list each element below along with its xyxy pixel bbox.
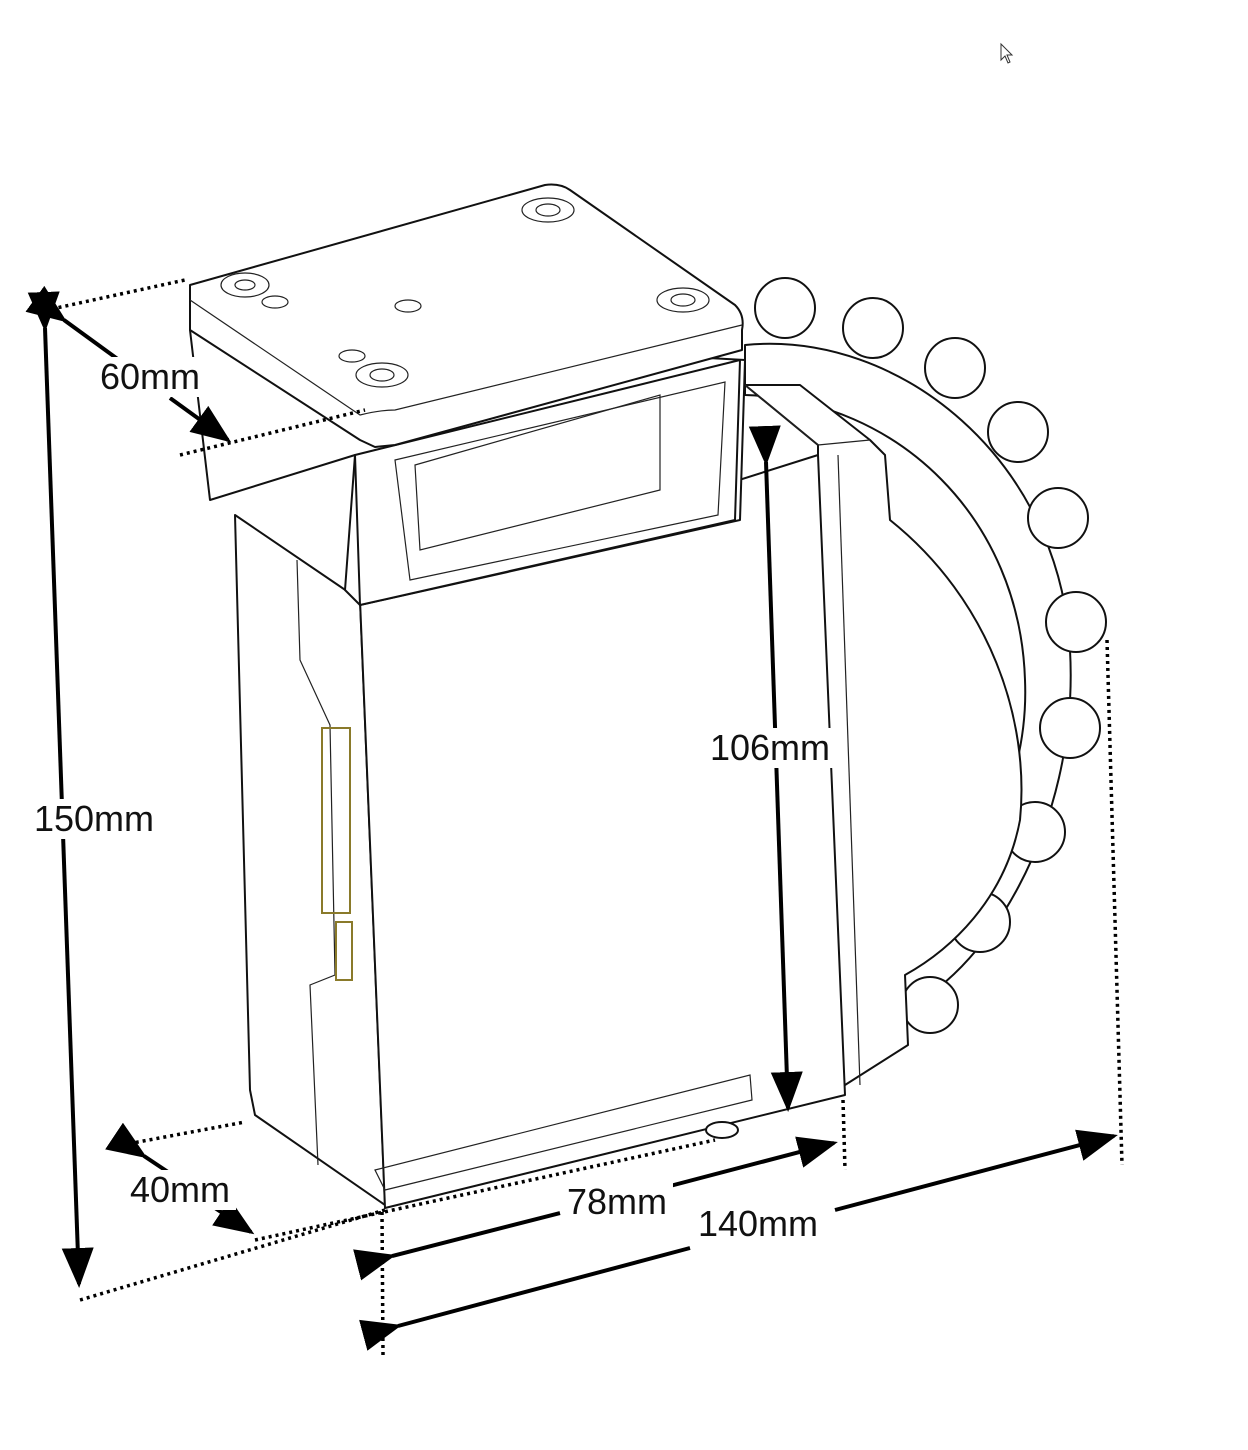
top-plate: [189, 183, 744, 448]
dimension-label-40mm: 40mm: [123, 1170, 237, 1210]
dimension-label-150mm: 150mm: [27, 799, 161, 839]
mouse-pointer-icon: [1000, 42, 1014, 64]
body-side: [234, 514, 386, 1206]
usb-port: [335, 921, 353, 981]
side-cap: [744, 384, 1023, 1096]
pin-header: [321, 727, 351, 914]
dimension-label-106mm: 106mm: [703, 728, 837, 768]
dimension-label-140mm: 140mm: [691, 1204, 825, 1244]
dimension-label-78mm: 78mm: [560, 1182, 674, 1222]
dimension-label-60mm: 60mm: [93, 357, 207, 397]
